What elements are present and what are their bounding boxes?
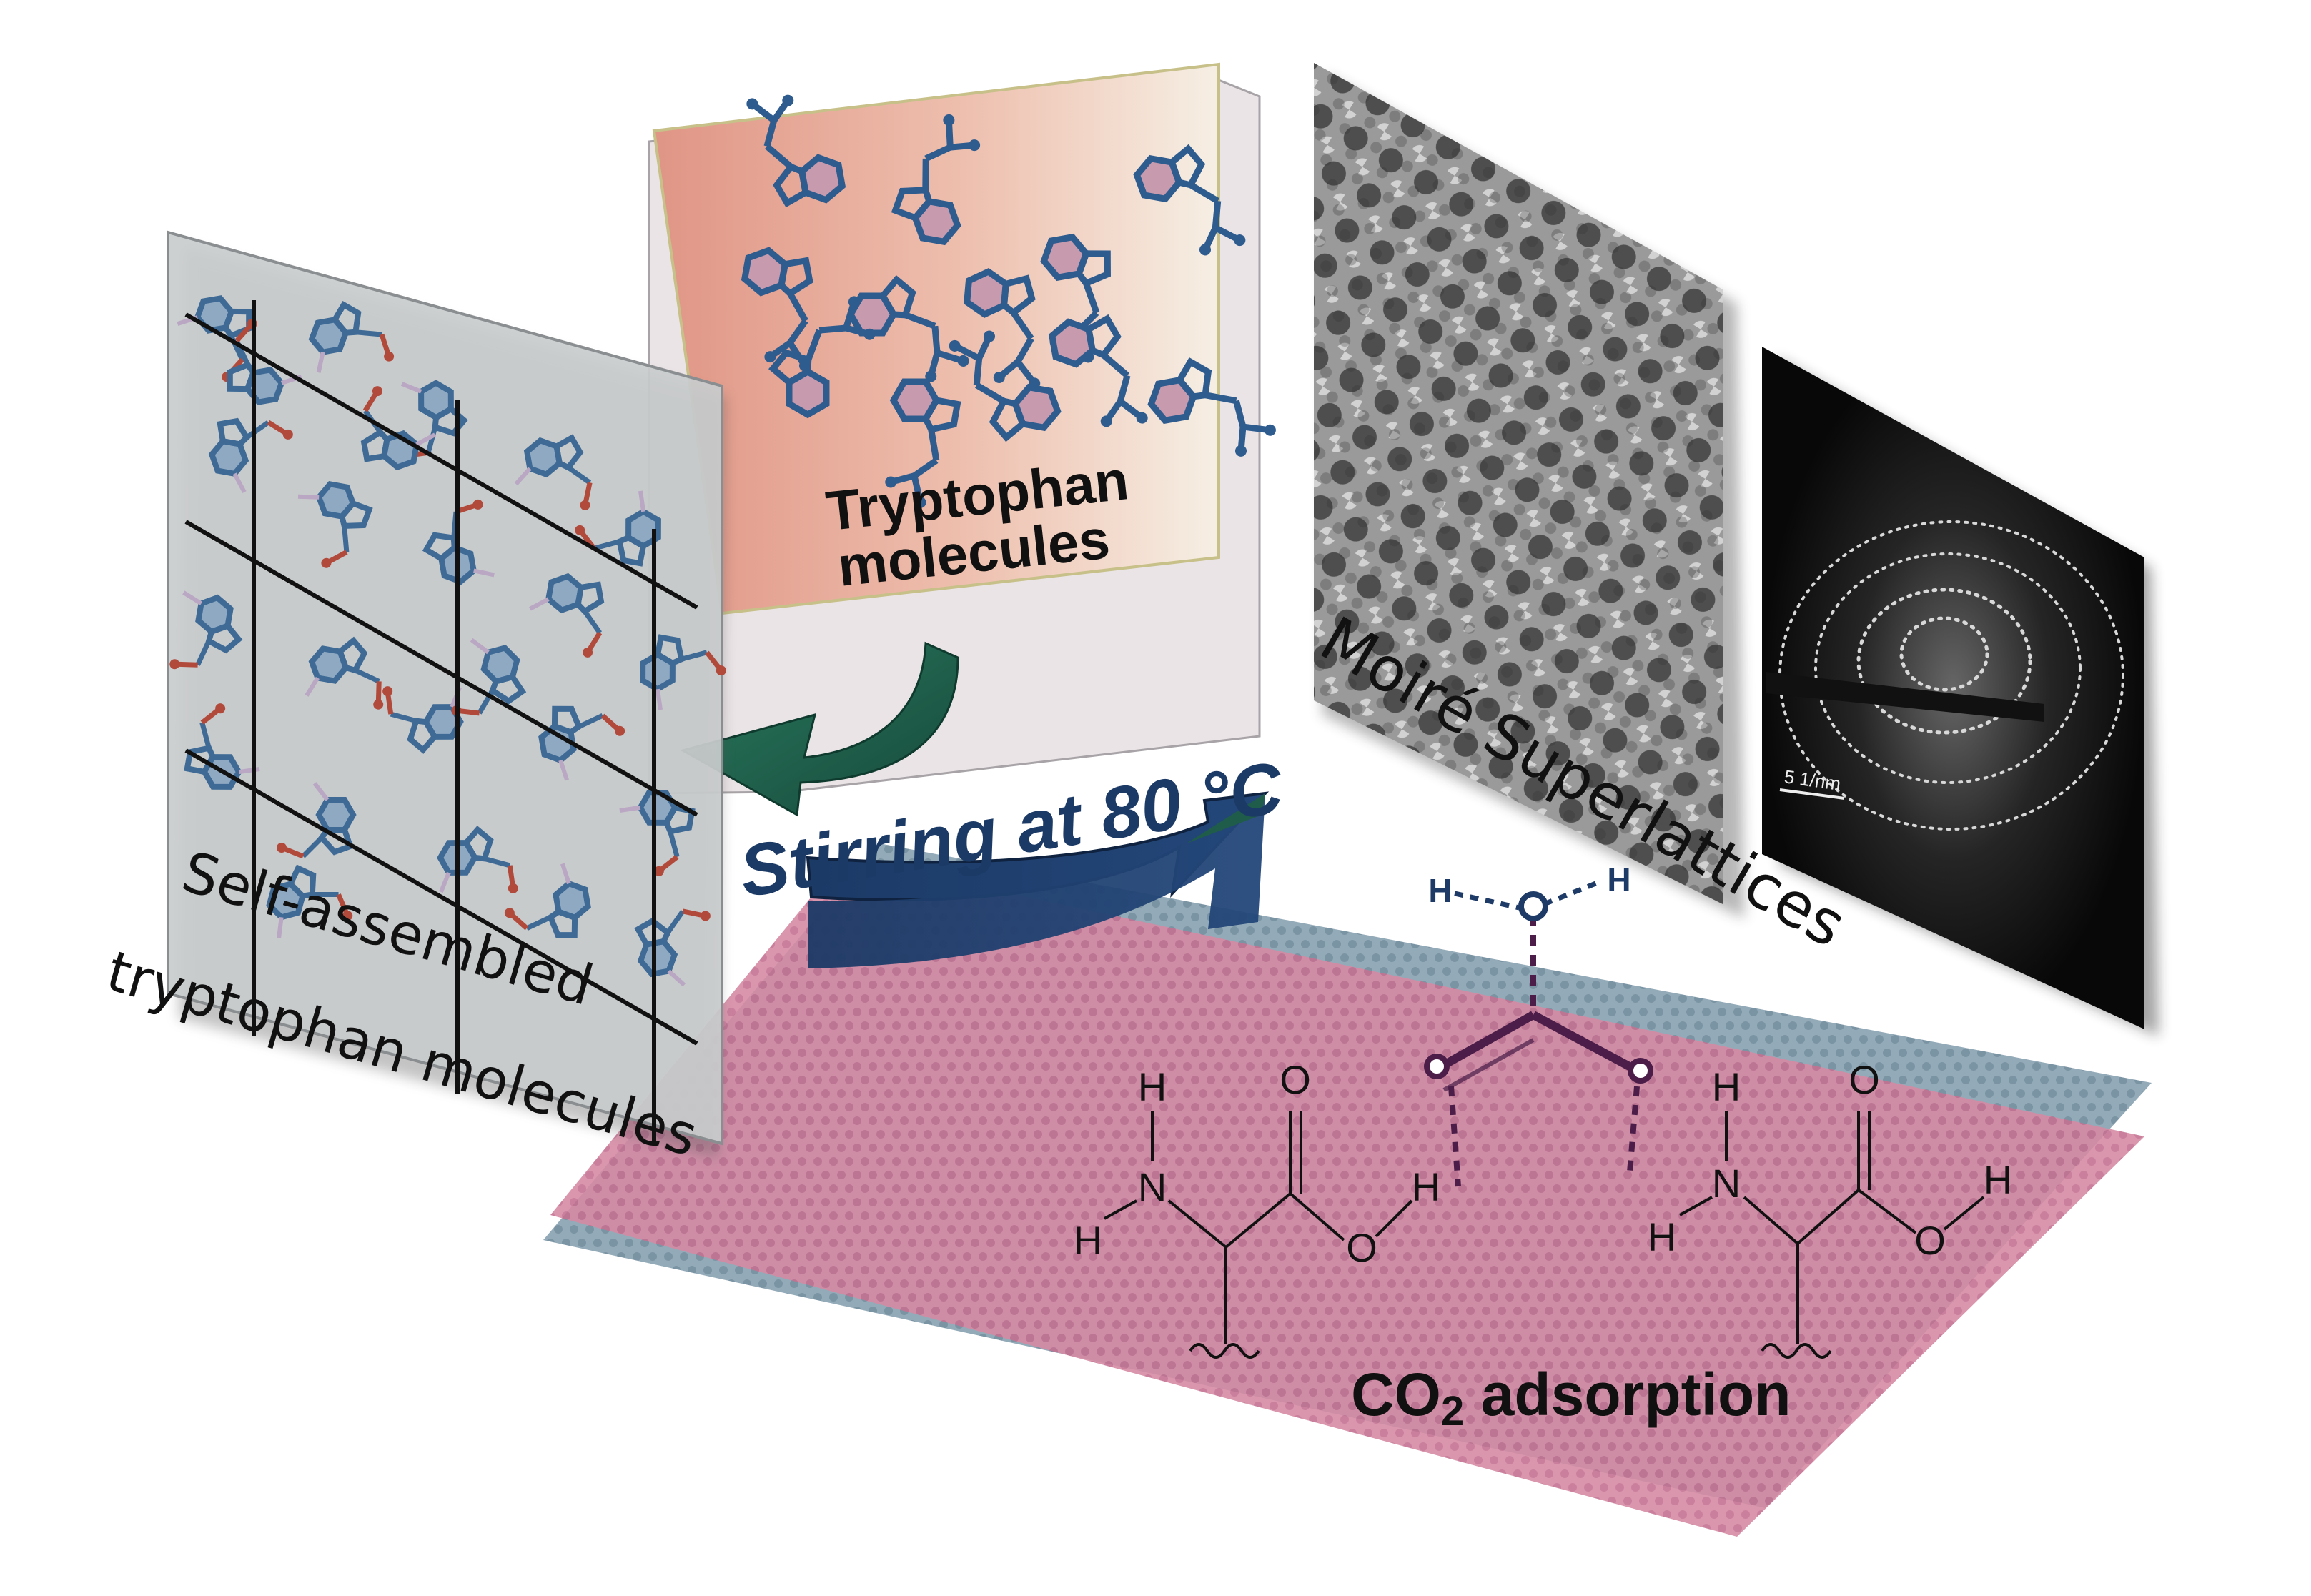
- navy-arrow-green-highlight: [1187, 793, 1265, 843]
- saed-scale-bar: [1779, 788, 1845, 800]
- amino-left-h-acid: H: [1412, 1164, 1440, 1209]
- substrate-sheet-pink: [550, 858, 2144, 1537]
- amino-right-n: N: [1712, 1161, 1741, 1206]
- amino-right-o: O: [1914, 1218, 1946, 1263]
- amino-left-n: N: [1138, 1164, 1167, 1209]
- amino-acid-left: [1104, 1111, 1413, 1359]
- lattice-lines: [184, 300, 698, 1144]
- amino-right-h-acid: H: [1984, 1157, 2012, 1202]
- amino-left-o: O: [1346, 1225, 1377, 1270]
- green-curved-arrow: [680, 641, 959, 817]
- saed-beam-stop: [1766, 672, 2044, 722]
- water-h-right: H: [1607, 861, 1630, 898]
- amino-right-h-top: H: [1712, 1064, 1741, 1109]
- amino-left-h-top: H: [1138, 1064, 1167, 1109]
- moire-tem-overlay: [1314, 63, 1723, 904]
- amino-acid-right: [1679, 1111, 1985, 1359]
- amino-left-o-top: O: [1280, 1057, 1311, 1102]
- water-molecule: H H: [1428, 861, 1631, 921]
- saed-diffraction-rings: [1778, 520, 2124, 831]
- self-assembled-panel: [167, 230, 723, 1146]
- co2-adsorption-label: CO2 adsorption: [1351, 1361, 1791, 1434]
- navy-arrow-body: [808, 793, 1265, 968]
- amino-right-o-top: O: [1849, 1057, 1880, 1102]
- amino-right-h-bottom: H: [1648, 1214, 1676, 1259]
- water-h-left: H: [1428, 872, 1452, 909]
- co2-molecule: [1424, 915, 1653, 1187]
- amino-left-h-bottom: H: [1074, 1218, 1102, 1263]
